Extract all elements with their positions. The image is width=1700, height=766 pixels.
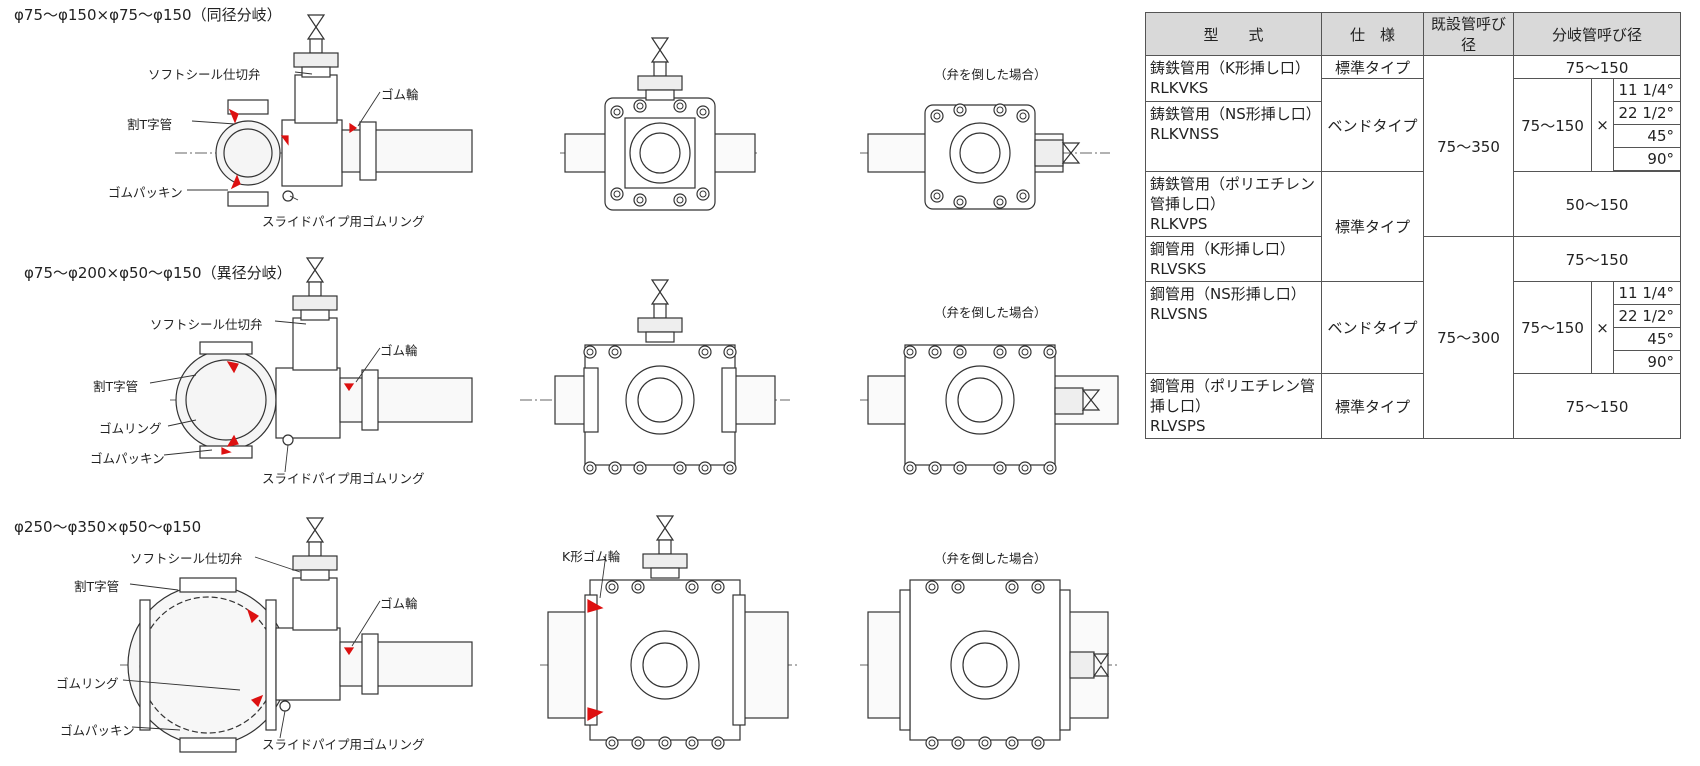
spec-cell: ベンドタイプ [1321, 281, 1424, 374]
row2-front-view [520, 279, 790, 475]
table-row: 鋼管用（K形挿し口） RLVSKS 75～300 75～150 [1145, 236, 1681, 439]
label-soft-seal-valve-1: ソフトシール仕切弁 [148, 67, 261, 82]
model-cell: 鋼管用（NS形挿し口） RLVSNS [1145, 281, 1322, 374]
table-row: 90° [1146, 147, 1681, 171]
table-row: 45° [1146, 327, 1681, 351]
angle-cell: 22 1/2° [1613, 101, 1681, 125]
section-title-2: φ75～φ200×φ50～φ150（異径分岐） [24, 264, 292, 282]
existing-cell: 75～300 [1423, 236, 1514, 439]
label-soft-seal-valve-3: ソフトシール仕切弁 [130, 551, 243, 566]
model-name: 鋳鉄管用（K形挿し口） [1150, 59, 1310, 77]
branch-cell: 50～150 [1513, 171, 1681, 237]
row1-side-view [175, 14, 473, 207]
branch-cell: 75～150 [1513, 55, 1681, 79]
header-existing-diameter: 既設管呼び径 [1423, 12, 1514, 56]
table-row: 鋼管用（NS形挿し口） RLVSNS ベンドタイプ 75～150 × 11 1/… [1145, 281, 1681, 374]
table-row: 45° [1146, 124, 1681, 148]
model-code: RLVSNS [1150, 305, 1208, 323]
label-rubber-packing-1: ゴムパッキン [108, 185, 183, 200]
spec-table: 型 式 仕 様 既設管呼び径 分岐管呼び径 鋳鉄管用（K形挿し口） RLKVKS… [1145, 12, 1681, 439]
header-spec: 仕 様 [1321, 12, 1424, 56]
table-row: 鋳鉄管用（K形挿し口） RLKVKS 標準タイプ 75～350 75～150 [1145, 55, 1681, 237]
model-name: 鋼管用（K形挿し口） [1150, 240, 1295, 258]
label-rubber-ring-1: ゴム輪 [381, 87, 419, 102]
label-soft-seal-valve-2: ソフトシール仕切弁 [150, 317, 263, 332]
model-cell: 鋼管用（K形挿し口） RLVSKS [1145, 236, 1322, 282]
label-k-rubber-ring-3: K形ゴム輪 [562, 549, 621, 564]
label-rubber-packing-3: ゴムパッキン [60, 723, 135, 738]
technical-drawings [120, 14, 1120, 753]
branch-cell: 75～150 [1513, 281, 1592, 374]
label-split-tee-1: 割T字管 [127, 117, 173, 132]
label-valve-laid-1: （弁を倒した場合） [934, 67, 1047, 82]
times-symbol: × [1591, 78, 1614, 172]
row3-front-view [540, 515, 800, 750]
table-row: ベンドタイプ 75～150 × 11 1/4° [1146, 78, 1681, 172]
model-code: RLKVPS [1150, 215, 1208, 233]
label-rubber-ring2-2: ゴムリング [99, 421, 162, 436]
header-model: 型 式 [1145, 12, 1322, 56]
row3-side-view [120, 517, 473, 753]
label-slide-pipe-ring-1: スライドパイプ用ゴムリング [262, 214, 425, 229]
label-rubber-ring2-3: ゴムリング [56, 676, 119, 691]
label-split-tee-3: 割T字管 [74, 579, 120, 594]
model-name: 鋼管用（ポリエチレン管挿し口） [1150, 377, 1316, 415]
label-valve-laid-2: （弁を倒した場合） [934, 305, 1047, 320]
model-cell: 鋳鉄管用（NS形挿し口） RLKVNSS [1145, 101, 1322, 172]
angle-cell: 11 1/4° [1613, 281, 1681, 305]
model-cell: 鋳鉄管用（K形挿し口） RLKVKS [1145, 55, 1322, 102]
label-split-tee-2: 割T字管 [93, 379, 139, 394]
row3-laid-view [860, 579, 1120, 750]
spec-cell: 標準タイプ [1321, 55, 1424, 79]
model-cell: 鋳鉄管用（ポリエチレン管挿し口） RLKVPS [1145, 171, 1322, 237]
spec-cell: 標準タイプ [1321, 171, 1424, 282]
angle-cell: 11 1/4° [1613, 78, 1681, 102]
leader-lines [122, 71, 607, 739]
model-cell: 鋼管用（ポリエチレン管挿し口） RLVSPS [1145, 373, 1322, 439]
label-rubber-ring-2: ゴム輪 [380, 343, 418, 358]
table-row: 鋼管用（ポリエチレン管挿し口） RLVSPS 標準タイプ 75～150 [1145, 373, 1681, 439]
table-row: 鋳鉄管用（ポリエチレン管挿し口） RLKVPS 標準タイプ 50～150 [1145, 171, 1681, 282]
model-name: 鋼管用（NS形挿し口） [1150, 285, 1306, 303]
times-symbol: × [1591, 281, 1614, 374]
model-name: 鋳鉄管用（ポリエチレン管挿し口） [1150, 175, 1316, 213]
row1-laid-view [860, 103, 1110, 210]
spec-cell: 標準タイプ [1321, 373, 1424, 439]
angle-cell: 90° [1613, 350, 1681, 374]
row2-laid-view [860, 344, 1120, 475]
model-code: RLVSKS [1150, 260, 1207, 278]
header-branch-diameter: 分岐管呼び径 [1513, 12, 1681, 56]
branch-cell: 75～150 [1513, 236, 1681, 282]
table-row: 90° [1146, 350, 1681, 374]
section-title-1: φ75～φ150×φ75～φ150（同径分岐） [14, 6, 282, 24]
label-valve-laid-3: （弁を倒した場合） [934, 551, 1047, 566]
angle-cell: 45° [1613, 327, 1681, 351]
label-rubber-packing-2: ゴムパッキン [90, 451, 165, 466]
angle-cell: 22 1/2° [1613, 304, 1681, 328]
label-rubber-ring-3: ゴム輪 [380, 596, 418, 611]
angle-cell: 90° [1613, 147, 1681, 171]
model-name: 鋳鉄管用（NS形挿し口） [1150, 105, 1321, 123]
table-row: 鋳鉄管用（NS形挿し口） RLKVNSS 22 1/2° [1145, 101, 1681, 172]
label-slide-pipe-ring-3: スライドパイプ用ゴムリング [262, 737, 425, 752]
label-slide-pipe-ring-2: スライドパイプ用ゴムリング [262, 471, 425, 486]
row1-front-view [560, 37, 760, 211]
row2-side-view [170, 257, 473, 459]
existing-cell: 75～350 [1423, 55, 1514, 237]
branch-cell: 75～150 [1513, 78, 1592, 172]
section-title-3: φ250～φ350×φ50～φ150 [14, 518, 202, 536]
model-code: RLKVNSS [1150, 125, 1220, 143]
model-code: RLVSPS [1150, 417, 1206, 435]
spec-cell: ベンドタイプ [1321, 78, 1424, 172]
model-code: RLKVKS [1150, 79, 1209, 97]
table-header-row: 型 式 仕 様 既設管呼び径 分岐管呼び径 [1145, 12, 1681, 56]
angle-cell: 45° [1613, 124, 1681, 148]
branch-cell: 75～150 [1513, 373, 1681, 439]
